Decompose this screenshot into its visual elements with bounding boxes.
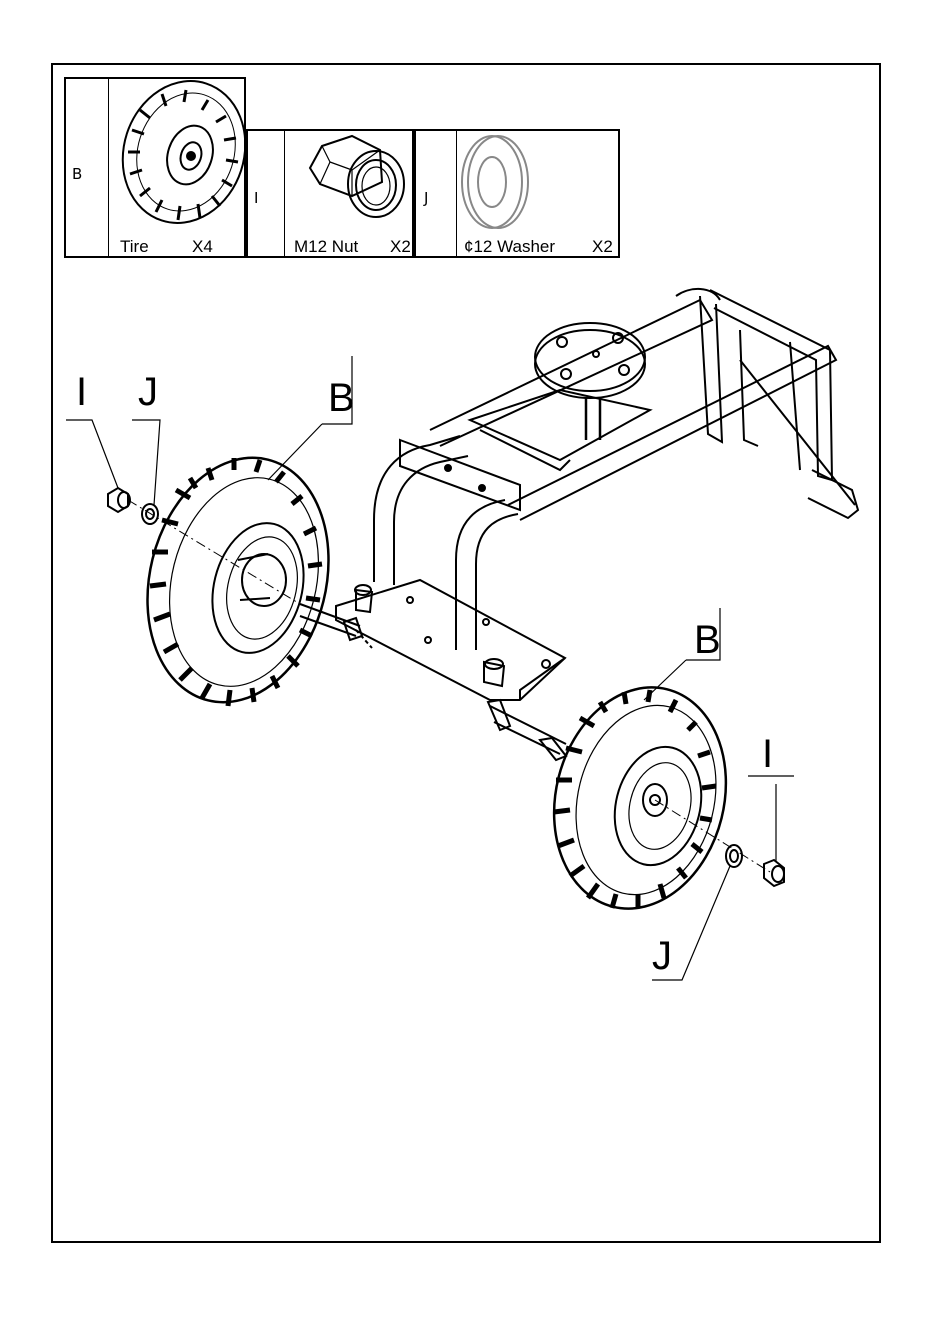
axle-right <box>488 700 566 760</box>
tire-right-icon <box>531 669 748 927</box>
tire-left-icon <box>123 438 354 721</box>
callout-tire-right: B <box>694 620 721 660</box>
nut-thumbnail-icon <box>310 136 404 217</box>
nut-right-icon <box>764 860 784 886</box>
callout-washer-left: J <box>138 372 158 412</box>
nut-left-icon <box>108 488 130 512</box>
callout-washer-right: J <box>652 936 672 976</box>
frame-front-handle <box>374 300 712 650</box>
frame-rear-tube <box>508 289 858 520</box>
callout-nut-left: I <box>76 372 87 412</box>
centerline-right <box>655 800 770 872</box>
washer-right-icon <box>726 845 742 867</box>
axle-bracket <box>336 580 565 700</box>
washer-left-icon <box>142 504 158 524</box>
washer-thumbnail-icon <box>462 136 528 228</box>
callout-nut-right: I <box>762 734 773 774</box>
callout-tire-left: B <box>328 378 355 418</box>
tire-thumbnail-icon <box>105 65 264 239</box>
